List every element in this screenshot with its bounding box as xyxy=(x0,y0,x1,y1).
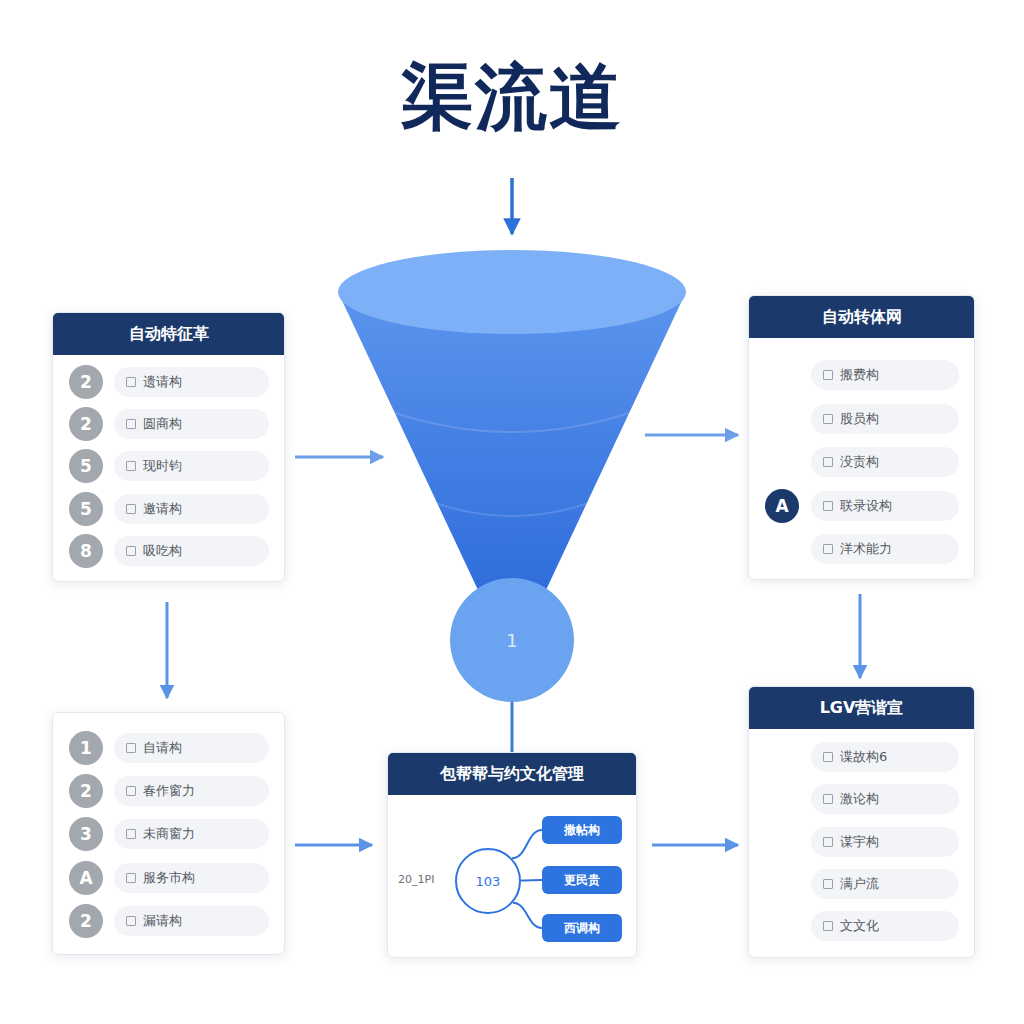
node-label: 2 xyxy=(80,911,92,931)
node-label: 现时钧 xyxy=(143,457,182,475)
node-label: 春作窗力 xyxy=(143,782,195,800)
item-pill: 邀请构 xyxy=(114,494,269,524)
node-label: 撒帖构 xyxy=(564,822,600,839)
node-label: 3 xyxy=(80,824,92,844)
number-badge: 5 xyxy=(69,492,103,526)
number-badge: 2 xyxy=(69,407,103,441)
item-pill: 春作窗力 xyxy=(114,776,269,806)
node-label: 圆商构 xyxy=(143,415,182,433)
node-label: 激论构 xyxy=(840,790,879,808)
branch-tag: 更民贵 xyxy=(542,866,622,894)
panel-box: 包帮帮与约文化管理 103 撒帖构更民贵西调构 xyxy=(387,752,637,958)
panel-header: 自动转体网 xyxy=(749,296,974,338)
node-label: 满户流 xyxy=(840,875,879,893)
node-label: 搬费构 xyxy=(840,366,879,384)
item-pill: 吸吃构 xyxy=(114,536,269,566)
number-badge: 1 xyxy=(69,731,103,765)
branch-tag: 撒帖构 xyxy=(542,816,622,844)
number-badge: 8 xyxy=(69,534,103,568)
item-pill: 遗请构 xyxy=(114,367,269,397)
value-label: 20_1PI xyxy=(398,873,434,886)
node-label: A xyxy=(775,496,788,516)
node-label: 自请构 xyxy=(143,739,182,757)
node-label: 吸吃构 xyxy=(143,542,182,560)
node-label: 5 xyxy=(80,499,92,519)
node-label: 2 xyxy=(80,414,92,434)
item-pill: 满户流 xyxy=(811,869,959,899)
node-label: 邀请构 xyxy=(143,500,182,518)
item-pill: 圆商构 xyxy=(114,409,269,439)
node-label: 103 xyxy=(476,874,501,889)
panel-box: 自动特征革 2 遗请构 2 圆商构 5 现时钧 5 邀请构 8 吸吃构 xyxy=(52,312,285,582)
flow-arrow xyxy=(652,844,738,847)
number-badge: A xyxy=(69,861,103,895)
item-pill: 漏请构 xyxy=(114,906,269,936)
funnel-rim xyxy=(338,250,686,334)
node-label: 洋术能力 xyxy=(840,540,892,558)
node-label: 1 xyxy=(80,738,92,758)
node-label: 服务市构 xyxy=(143,869,195,887)
node-label: 更民贵 xyxy=(564,872,600,889)
panel-header: 包帮帮与约文化管理 xyxy=(388,753,636,795)
flow-arrow xyxy=(166,602,169,698)
node-label: 遗请构 xyxy=(143,373,182,391)
node-label: 股员构 xyxy=(840,410,879,428)
item-pill: 谋宇构 xyxy=(811,827,959,857)
title-arrow xyxy=(510,178,514,234)
item-pill: 未商窗力 xyxy=(114,819,269,849)
item-pill: 洋术能力 xyxy=(811,534,959,564)
branch-tag: 西调构 xyxy=(542,914,622,942)
item-pill: 自请构 xyxy=(114,733,269,763)
funnel-band xyxy=(432,502,592,516)
item-pill: 联录设构 xyxy=(811,491,959,521)
item-pill: 现时钧 xyxy=(114,451,269,481)
connector-line xyxy=(511,702,514,752)
item-pill: 服务市构 xyxy=(114,863,269,893)
node-label: 未商窗力 xyxy=(143,825,195,843)
flow-arrow xyxy=(645,434,738,437)
number-badge: 5 xyxy=(69,449,103,483)
node-label: 2 xyxy=(80,781,92,801)
panel-header: LGV营谐宣 xyxy=(749,687,974,729)
number-badge: 2 xyxy=(69,365,103,399)
panel-box: 自动转体网搬费构股员构没责构 A 联录设构洋术能力 xyxy=(748,295,975,580)
funnel-band xyxy=(392,412,632,432)
flow-arrow xyxy=(295,844,372,847)
panel-header: 自动特征革 xyxy=(53,313,284,355)
node-label: 联录设构 xyxy=(840,497,892,515)
item-pill: 股员构 xyxy=(811,404,959,434)
node-label: 谋宇构 xyxy=(840,833,879,851)
node-label: 文文化 xyxy=(840,917,879,935)
node-label: 没责构 xyxy=(840,453,879,471)
node-label: 西调构 xyxy=(564,920,600,937)
hub-circle: 103 xyxy=(455,848,521,914)
number-badge: 2 xyxy=(69,774,103,808)
number-badge: A xyxy=(765,489,799,523)
item-pill: 搬费构 xyxy=(811,360,959,390)
panel-box: 1 自请构 2 春作窗力 3 未商窗力 A 服务市构 2 漏请构 xyxy=(52,712,285,955)
node-label: 谍故构6 xyxy=(840,748,887,766)
panel-box: LGV营谐宣谍故构6 激论构谋宇构满户流文文化 xyxy=(748,686,975,958)
funnel-outlet-circle: 1 xyxy=(450,578,574,702)
flow-arrow xyxy=(859,594,862,678)
node-label: A xyxy=(79,868,92,888)
node-label: 漏请构 xyxy=(143,912,182,930)
item-pill: 激论构 xyxy=(811,784,959,814)
node-label: 8 xyxy=(80,541,92,561)
node-label: 2 xyxy=(80,372,92,392)
number-badge: 2 xyxy=(69,904,103,938)
funnel-cone xyxy=(338,292,686,590)
item-pill: 谍故构6 xyxy=(811,742,959,772)
flow-arrow xyxy=(295,456,383,459)
item-pill: 文文化 xyxy=(811,911,959,941)
number-badge: 3 xyxy=(69,817,103,851)
diagram-title: 渠流道 xyxy=(0,50,1024,146)
node-label: 1 xyxy=(506,630,517,651)
node-label: 5 xyxy=(80,456,92,476)
item-pill: 没责构 xyxy=(811,447,959,477)
